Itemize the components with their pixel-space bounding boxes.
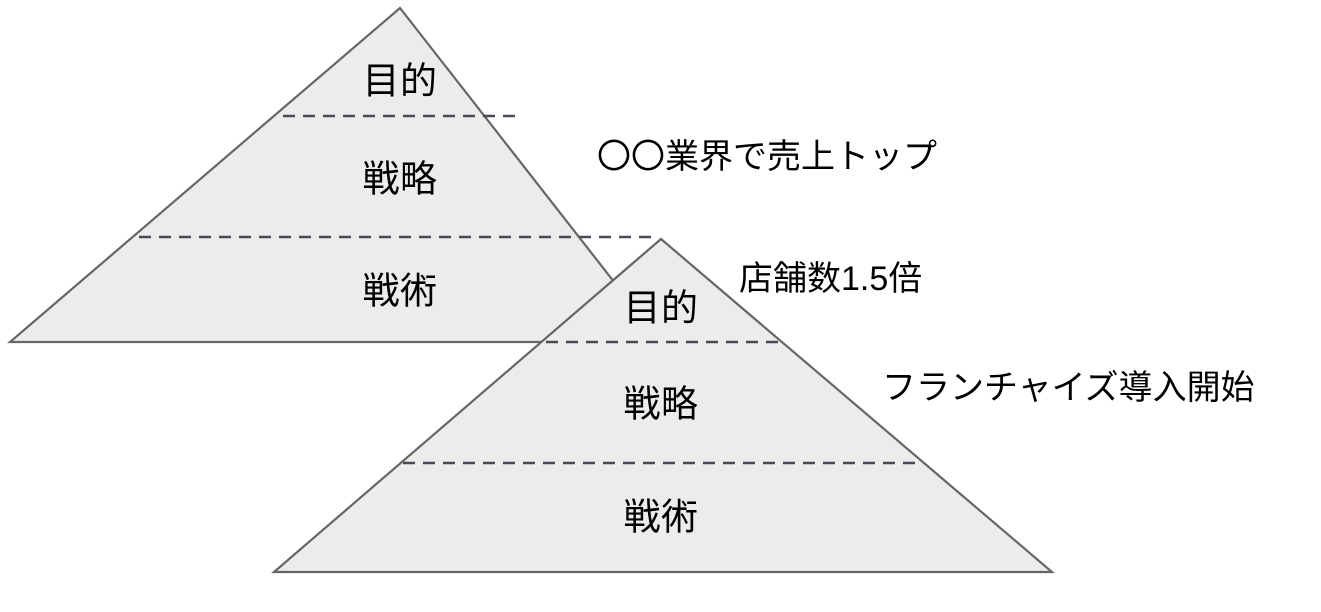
- pyramid-upper-triangle[interactable]: [7, 6, 664, 344]
- pyramid-lower-label-tactics: 戦術: [623, 496, 699, 538]
- annotation-franchise-start: フランチャイズ導入開始: [882, 369, 1255, 407]
- pyramid-upper-label-tactics: 戦術: [362, 270, 438, 312]
- pyramid-upper-label-purpose: 目的: [362, 60, 438, 102]
- pyramid-upper-group[interactable]: [7, 6, 664, 344]
- annotation-sales-top: 〇〇業界で売上トップ: [597, 138, 937, 176]
- annotation-store-count: 店舗数1.5倍: [739, 260, 923, 298]
- pyramid-upper-label-strategy: 戦略: [362, 158, 438, 200]
- pyramid-lower-label-purpose: 目的: [623, 287, 699, 329]
- pyramid-lower-triangle[interactable]: [271, 237, 1055, 574]
- pyramid-lower-group[interactable]: [271, 237, 1055, 574]
- pyramid-lower-label-strategy: 戦略: [623, 383, 699, 425]
